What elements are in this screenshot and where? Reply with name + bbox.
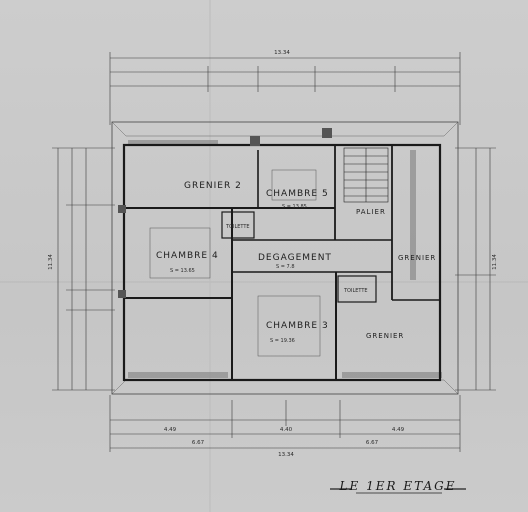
dim-center: 4.40 bbox=[280, 427, 293, 433]
dim-half-left: 6.67 bbox=[192, 440, 205, 446]
room-toilette-mid: TOILETTE bbox=[343, 288, 368, 294]
dim-seg-right: 4.49 bbox=[392, 427, 405, 433]
chimneys bbox=[118, 128, 332, 298]
area-degagement: S = 7.8 bbox=[276, 264, 295, 270]
room-markings bbox=[149, 169, 321, 357]
room-chambre-4: CHAMBRE 4 bbox=[156, 251, 219, 261]
left-dimension-lines bbox=[52, 147, 115, 391]
room-toilette-top: TOILETTE bbox=[225, 224, 250, 230]
area-chambre-5: S = 13.85 bbox=[282, 204, 307, 210]
attic-shading bbox=[128, 140, 442, 378]
dim-overall-right: 11.34 bbox=[492, 254, 498, 270]
room-degagement: DEGAGEMENT bbox=[258, 253, 332, 263]
room-grenier-2: GRENIER 2 bbox=[184, 181, 242, 191]
roof-hip-bottom bbox=[111, 379, 459, 395]
staircase bbox=[343, 147, 389, 203]
room-chambre-3: CHAMBRE 3 bbox=[266, 321, 329, 331]
room-chambre-5: CHAMBRE 5 bbox=[266, 189, 329, 199]
area-chambre-4: S = 13.65 bbox=[170, 268, 195, 274]
room-grenier-bottom: GRENIER bbox=[366, 332, 404, 340]
roof-hip-top bbox=[111, 121, 459, 137]
dim-overall-bottom: 13.34 bbox=[278, 452, 294, 458]
dim-half-right: 6.67 bbox=[366, 440, 379, 446]
area-chambre-3: S = 19.36 bbox=[270, 338, 295, 344]
top-dimension-lines bbox=[109, 52, 461, 125]
bottom-dimension-lines bbox=[109, 395, 461, 452]
room-grenier-right: GRENIER bbox=[398, 254, 436, 262]
dim-overall-left: 11.34 bbox=[48, 254, 54, 270]
dim-seg-left: 4.49 bbox=[164, 427, 177, 433]
room-palier: PALIER bbox=[356, 208, 386, 216]
dim-overall-top: 13.34 bbox=[274, 50, 290, 56]
walls bbox=[122, 143, 442, 382]
right-dimension-lines bbox=[455, 147, 496, 391]
eave-outline bbox=[111, 121, 459, 395]
plan-title: LE 1ER ETAGE bbox=[339, 479, 457, 493]
